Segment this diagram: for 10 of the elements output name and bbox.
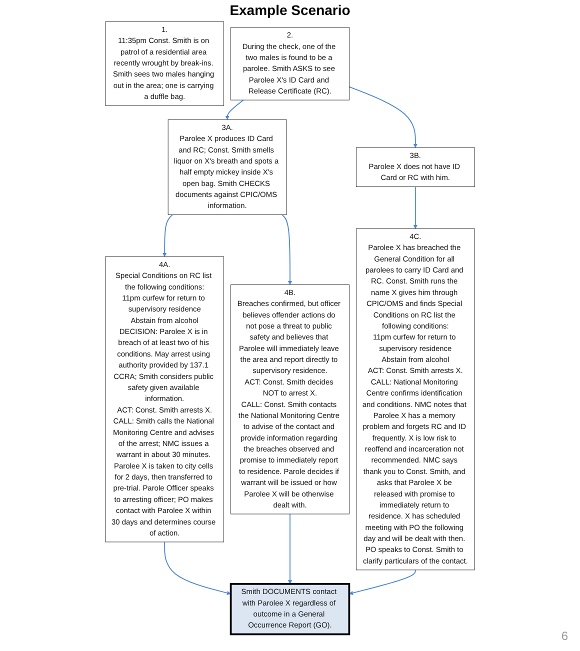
arrow [162, 214, 174, 257]
arrow [225, 100, 244, 120]
arrow [348, 86, 418, 148]
arrow [288, 514, 292, 584]
page-number: 6 [561, 629, 568, 643]
arrow [164, 542, 231, 595]
arrow [282, 214, 292, 285]
arrow [349, 569, 416, 595]
arrow [413, 186, 418, 229]
diagram-title: Example Scenario [228, 2, 352, 18]
